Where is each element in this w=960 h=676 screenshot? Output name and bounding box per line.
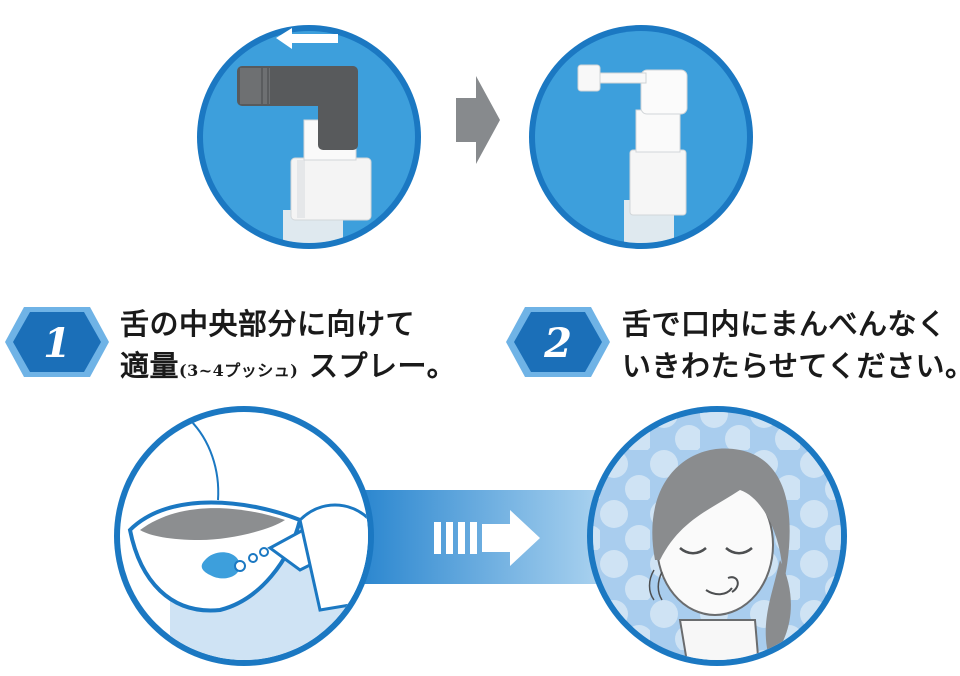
step-2-line-2: いきわたらせてください。 — [622, 349, 960, 383]
step-2-text: 舌で口内にまんべんなく いきわたらせてください。 — [622, 303, 960, 387]
spray-mouth-image — [114, 406, 374, 666]
nozzle-before-image — [197, 25, 421, 249]
nozzle-after-image — [529, 25, 753, 249]
right-arrow-icon — [456, 76, 500, 164]
step-2-badge: 2 — [506, 307, 610, 377]
forward-arrow-icon — [434, 510, 540, 566]
step-1-line-1: 舌の中央部分に向けて — [120, 307, 416, 341]
step-1-line-2: 適量(3~4プッシュ) スプレー。 — [120, 345, 456, 392]
step-1-text: 舌の中央部分に向けて 適量(3~4プッシュ) スプレー。 — [120, 303, 456, 392]
step-2-line-1: 舌で口内にまんべんなく — [622, 307, 947, 341]
step-1-badge: 1 — [5, 307, 109, 377]
step-1-number: 1 — [43, 320, 71, 367]
step-2-number: 2 — [543, 320, 572, 367]
step-1-push-note: (3~4プッシュ) — [179, 361, 299, 380]
left-arrow-icon — [276, 28, 338, 49]
woman-face-image — [587, 406, 847, 666]
step-1-amount: 適量 — [120, 349, 180, 383]
step-1-spray: スプレー。 — [308, 349, 457, 383]
